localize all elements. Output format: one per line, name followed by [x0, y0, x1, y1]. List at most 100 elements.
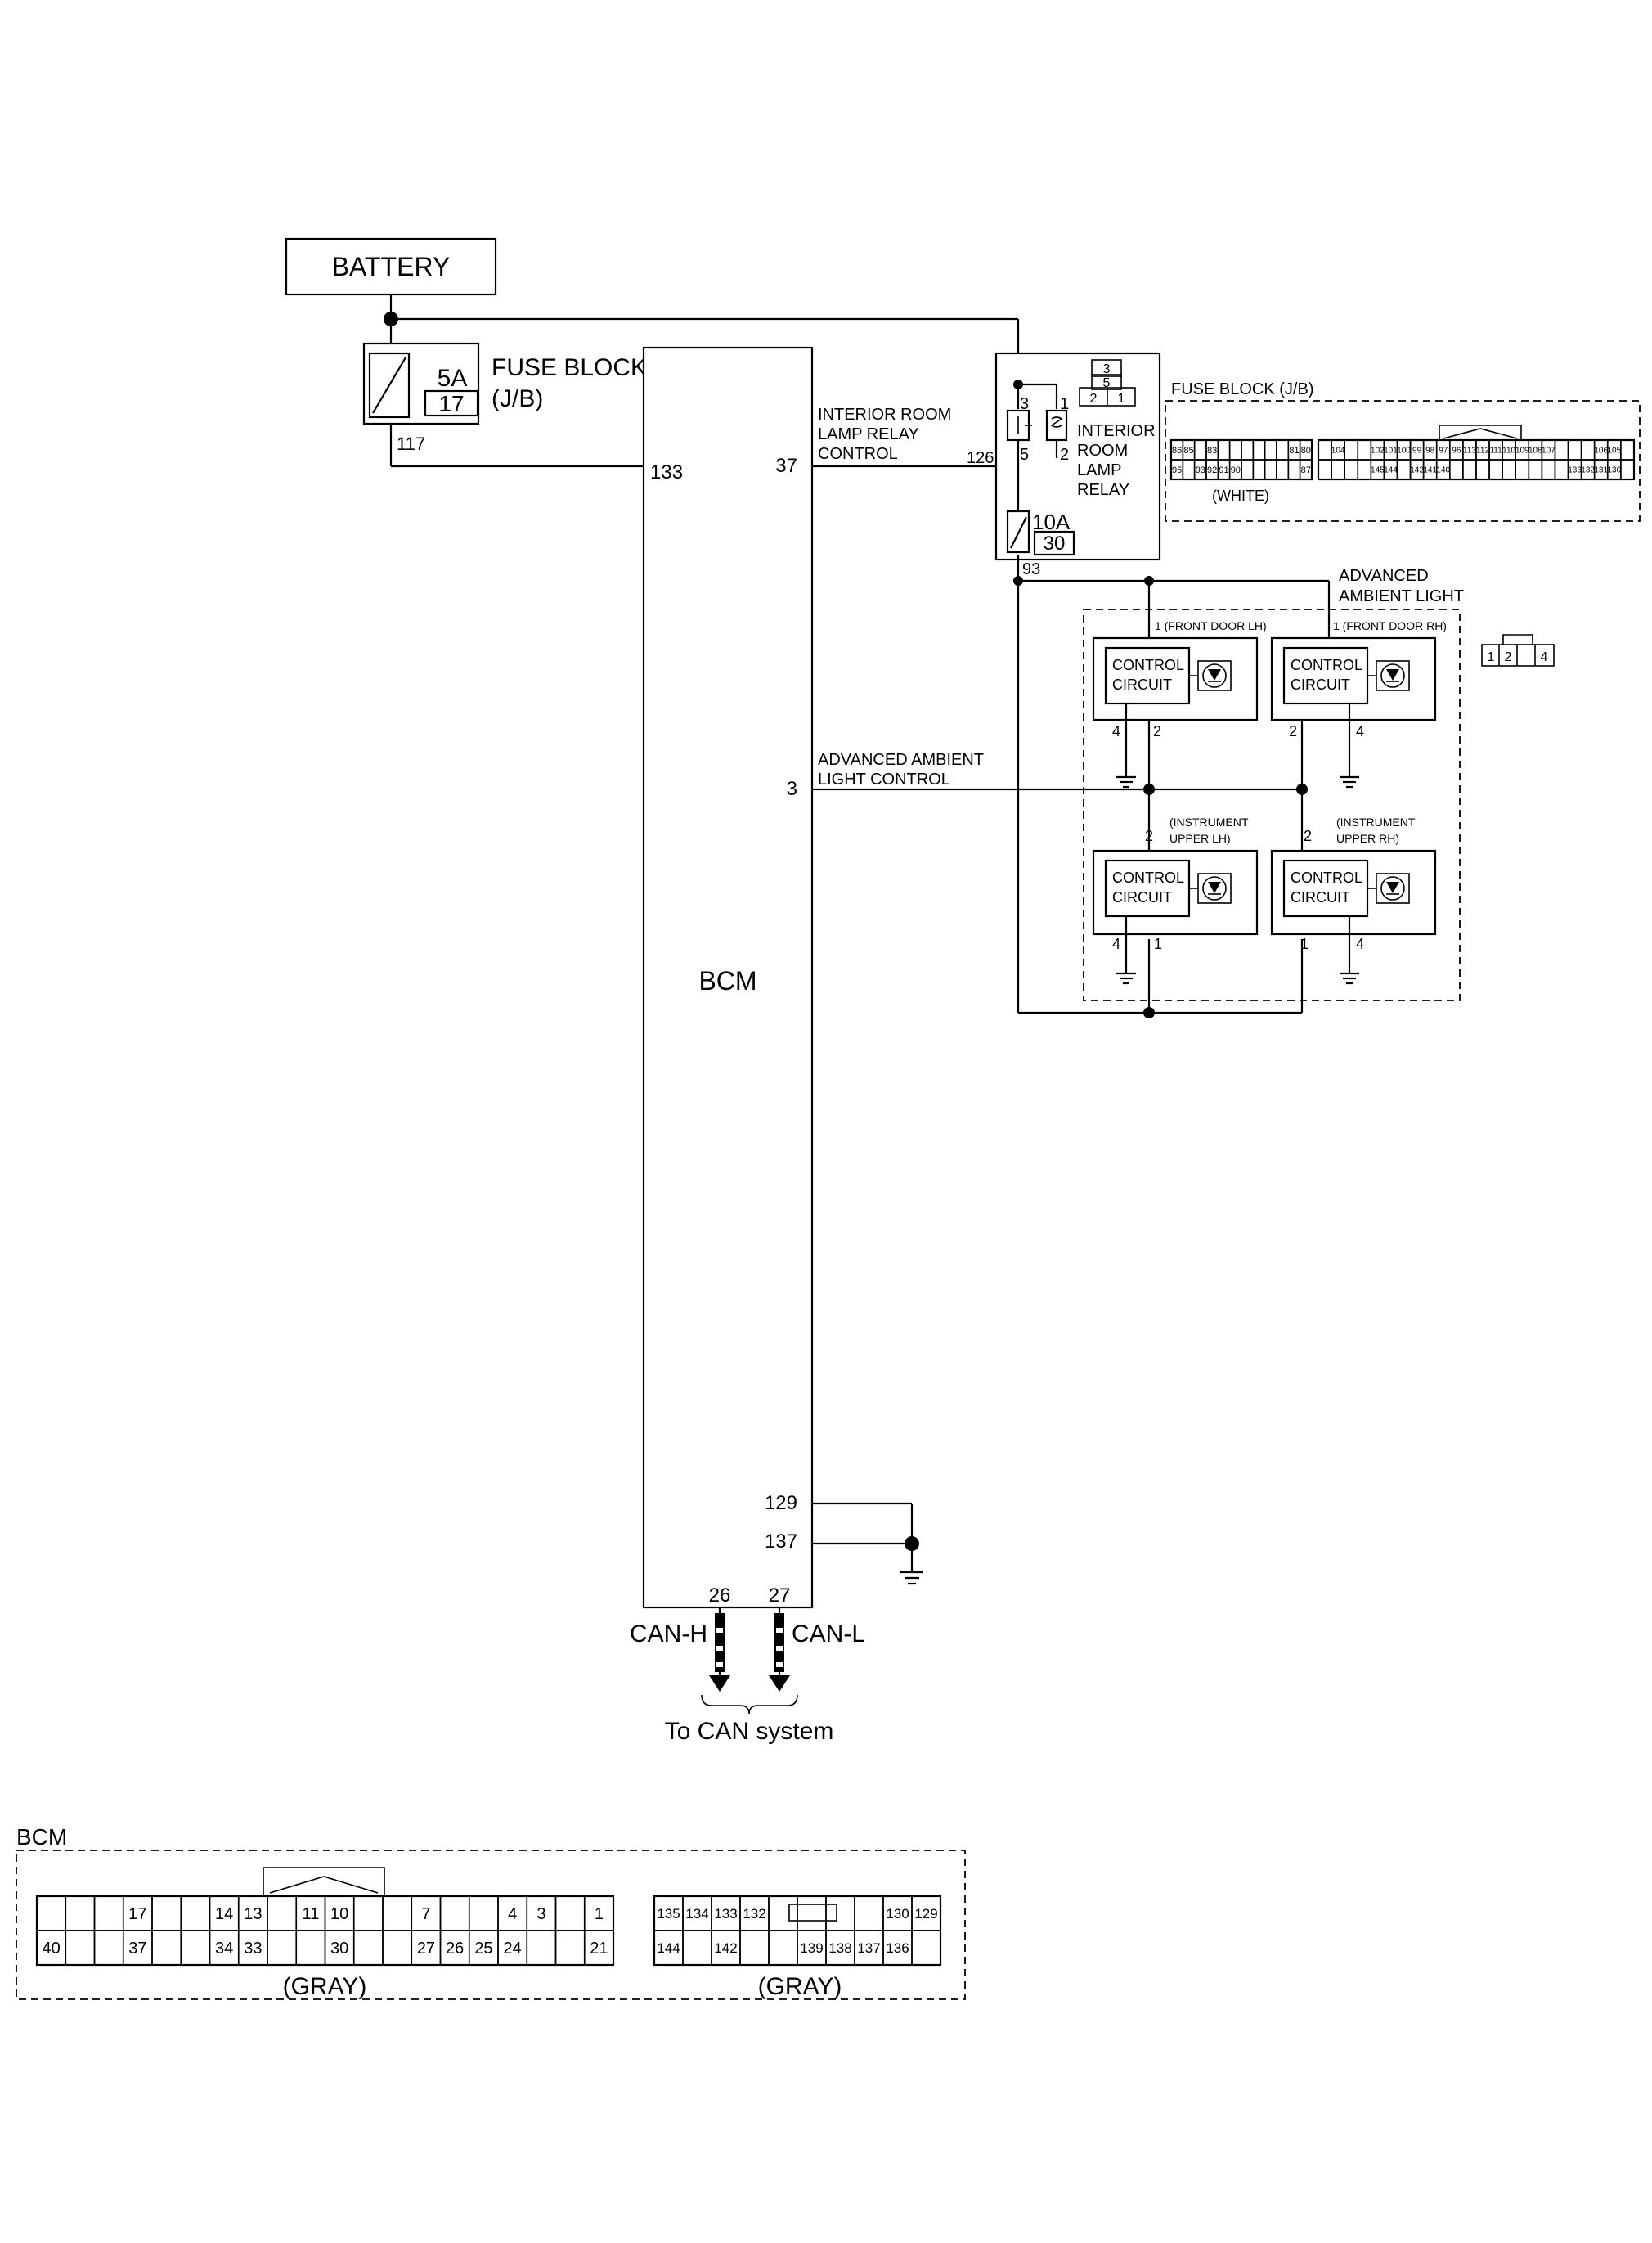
ambient-title-1: ADVANCED	[1339, 567, 1429, 585]
fb-left-top-pin: 86	[1172, 446, 1182, 456]
upper-rh-label-1: (INSTRUMENT	[1336, 816, 1416, 829]
fb-right-top-pin: 100	[1397, 447, 1411, 456]
relay-pin-1: 1	[1060, 395, 1069, 413]
relay-label-4: RELAY	[1077, 481, 1129, 499]
fb-right-bottom-pin: 132	[1581, 466, 1595, 475]
front-lh-pin-2: 2	[1153, 723, 1161, 739]
bcm-right-bottom-pin: 139	[800, 1940, 823, 1956]
can-destination-label: To CAN system	[665, 1718, 834, 1745]
fb-left-top-pin: 81	[1289, 446, 1299, 456]
ambient-signal-label-2: LIGHT CONTROL	[818, 771, 950, 789]
fb-right-top-pin: 111	[1489, 447, 1502, 456]
fb-right-bottom-pin: 142	[1410, 466, 1424, 475]
bcm-right-top-pin: 132	[743, 1906, 765, 1922]
bcm-left-top-pin: 7	[421, 1905, 430, 1923]
upper-rh-pin-1: 1	[1300, 936, 1309, 952]
fb-left-top-pin: 83	[1207, 446, 1217, 456]
led-icon	[1208, 669, 1221, 681]
bcm-pin-26: 26	[709, 1584, 731, 1607]
fb-right-top-pin: 98	[1425, 447, 1435, 456]
fb-right-bottom-pin: 145	[1371, 466, 1385, 475]
front-rh-circuit-line1: CONTROL	[1291, 657, 1362, 673]
fb-right-top-pin: 97	[1439, 447, 1448, 456]
fb-left-bottom-pin: 91	[1219, 465, 1228, 475]
relay-control-wire: INTERIOR ROOM LAMP RELAY CONTROL 126	[812, 406, 1018, 468]
bcm-left-top-pin: 17	[128, 1905, 146, 1923]
fuse-10a-number: 30	[1044, 533, 1066, 555]
relay-connector-pin-3: 3	[1103, 362, 1111, 376]
fb-left-bottom-pin: 87	[1301, 465, 1311, 475]
bcm-right-top-pin: 129	[914, 1906, 937, 1922]
front-lh-circuit-line1: CONTROL	[1112, 657, 1184, 673]
upper-lh-circuit-line2: CIRCUIT	[1112, 889, 1172, 906]
relay-label-3: LAMP	[1077, 461, 1121, 479]
relay-label-1: INTERIOR	[1077, 422, 1156, 440]
bcm-left-bottom-pin: 34	[215, 1940, 233, 1958]
bcm-connector-title: BCM	[16, 1824, 67, 1850]
fb-right-top-pin: 105	[1607, 447, 1621, 456]
fb-right-bottom-pin: 130	[1607, 466, 1621, 475]
bcm-left-bottom-pin: 24	[504, 1940, 522, 1958]
bcm-left-bottom-pin: 21	[590, 1940, 608, 1958]
bcm-right-top-pin: 135	[657, 1906, 680, 1922]
relay-signal-label-3: CONTROL	[818, 445, 898, 463]
fb-left-bottom-cell	[1299, 459, 1313, 480]
upper-lh-circuit-line1: CONTROL	[1112, 870, 1184, 886]
fuse-block-connector-title: FUSE BLOCK (J/B)	[1171, 380, 1313, 398]
ambient-unit-instrument-upper-lh: 2 (INSTRUMENT UPPER LH) CONTROL CIRCUIT …	[1092, 816, 1259, 985]
front-lh-pin-4: 4	[1112, 723, 1120, 739]
bcm-left-bottom-pin: 27	[417, 1940, 435, 1958]
bcm-left-bottom-pin: 26	[446, 1940, 464, 1958]
relay-label-2: ROOM	[1077, 442, 1128, 460]
upper-lh-label-2: UPPER LH)	[1169, 832, 1231, 845]
led-icon	[1386, 882, 1399, 893]
bcm-pin-3: 3	[787, 778, 797, 800]
bcm-left-top-pin: 10	[330, 1905, 348, 1923]
fb-right-top-pin: 113	[1463, 447, 1476, 456]
fuse-5a-rating: 5A	[438, 365, 468, 392]
fb-right-bottom-pin: 140	[1436, 466, 1450, 475]
fb-left-bottom-pin: 95	[1172, 465, 1182, 475]
bcm-left-bottom-pin: 25	[474, 1940, 492, 1958]
relay-connector-pin-5: 5	[1103, 376, 1111, 390]
bcm-right-connector-color: (GRAY)	[758, 1973, 842, 2000]
fb-right-top-pin: 112	[1476, 447, 1489, 456]
upper-lh-label-1: (INSTRUMENT	[1169, 816, 1249, 829]
bcm-right-bottom-cell	[911, 1930, 941, 1966]
fb-right-top-pin: 99	[1412, 447, 1422, 456]
ambient-title-2: AMBIENT LIGHT	[1339, 587, 1464, 605]
bcm-left-top-pin: 11	[302, 1905, 319, 1923]
fuse-10a-rating: 10A	[1032, 510, 1071, 534]
front-lh-circuit-line2: CIRCUIT	[1112, 676, 1172, 693]
ambient-unit-front-door-lh: 1 (FRONT DOOR LH) CONTROL CIRCUIT 4 2	[1092, 619, 1267, 789]
relay-signal-label-1: INTERIOR ROOM	[818, 406, 951, 424]
upper-lh-pin-4: 4	[1112, 936, 1120, 952]
interior-room-lamp-relay: 3 1 5 2 INTERIOR ROOM LAMP RELAY 3 5 2 1…	[994, 352, 1161, 561]
can-lines: CAN-H CAN-L To CAN system	[630, 1607, 865, 1745]
fuse-5a: 5A 17 FUSE BLOCK (J/B) 117	[362, 342, 647, 454]
fuse-block-color: (WHITE)	[1212, 488, 1269, 504]
upper-rh-circuit-line1: CONTROL	[1291, 870, 1362, 886]
ambient-connector-pin-2: 2	[1505, 650, 1512, 664]
can-l-arrow-icon	[769, 1675, 790, 1692]
upper-rh-pin-2: 2	[1304, 828, 1312, 844]
upper-rh-circuit-line2: CIRCUIT	[1291, 889, 1350, 906]
relay-pin-5: 5	[1020, 446, 1029, 464]
connector-key-slot	[788, 1904, 837, 1922]
bcm-left-bottom-pin: 40	[43, 1940, 61, 1958]
fuse-5a-pin: 117	[397, 434, 425, 454]
bcm-right-bottom-pin: 137	[857, 1940, 880, 1956]
bcm-pin-137: 137	[765, 1531, 797, 1553]
bcm-right-top-pin: 134	[685, 1906, 708, 1922]
relay-signal-label-2: LAMP RELAY	[818, 425, 919, 443]
upper-lh-pin-1: 1	[1154, 936, 1162, 952]
ambient-control-wire: ADVANCED AMBIENT LIGHT CONTROL	[812, 751, 1308, 795]
relay-connector-pin-1: 1	[1118, 392, 1125, 406]
bcm-left-top-pin: 13	[244, 1905, 262, 1923]
fb-right-top-pin: 96	[1452, 447, 1461, 456]
bcm-left-bottom-pin: 37	[128, 1940, 146, 1958]
